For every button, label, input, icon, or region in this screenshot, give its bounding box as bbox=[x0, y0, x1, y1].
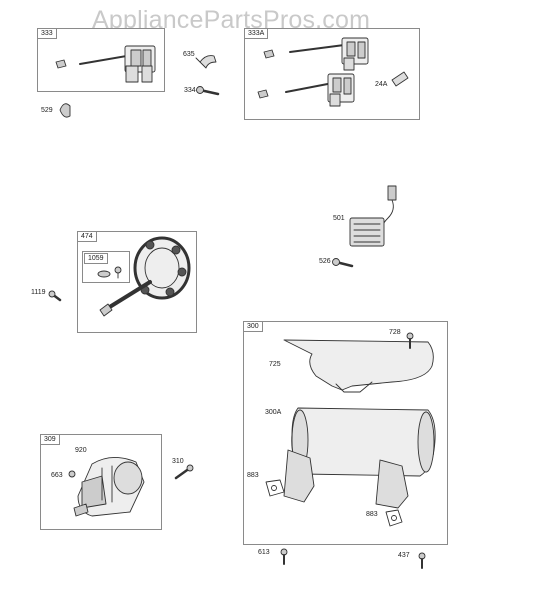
group-tag-474: 474 bbox=[77, 231, 97, 242]
part-label-883-left: 883 bbox=[247, 472, 259, 479]
armature-333A-upper bbox=[263, 37, 369, 71]
part-label-728: 728 bbox=[389, 329, 401, 336]
part-label-437: 437 bbox=[398, 552, 410, 559]
group-tag-333: 333 bbox=[37, 28, 57, 39]
part-label-1119: 1119 bbox=[31, 289, 46, 296]
armature-333 bbox=[55, 45, 156, 83]
part-label-529: 529 bbox=[41, 107, 53, 114]
group-tag-1059: 1059 bbox=[84, 253, 108, 264]
part-label-883-right: 883 bbox=[366, 511, 378, 518]
screw-437 bbox=[418, 552, 426, 569]
part-label-24A: 24A bbox=[375, 81, 388, 88]
rectifier-501 bbox=[349, 185, 397, 247]
clip-529 bbox=[59, 103, 71, 118]
screw-310 bbox=[174, 464, 194, 480]
part-label-613: 613 bbox=[258, 549, 270, 556]
ground-wire-24A bbox=[391, 71, 409, 87]
part-label-635: 635 bbox=[183, 51, 195, 58]
gasket-883-right bbox=[385, 509, 403, 527]
screw-334 bbox=[196, 86, 220, 96]
spark-plug-boot-635 bbox=[195, 55, 217, 69]
armature-333A-lower bbox=[257, 73, 355, 107]
part-label-310: 310 bbox=[172, 458, 184, 465]
group-tag-309: 309 bbox=[40, 434, 60, 445]
bolt-663 bbox=[68, 470, 76, 478]
screw-526 bbox=[332, 258, 354, 268]
muffler-300A bbox=[283, 407, 436, 509]
part-label-300A: 300A bbox=[265, 409, 282, 416]
part-label-526: 526 bbox=[319, 258, 331, 265]
heat-shield-725 bbox=[283, 339, 434, 393]
screw-613 bbox=[280, 548, 288, 565]
screw-1119 bbox=[48, 290, 62, 302]
group-tag-300: 300 bbox=[243, 321, 263, 332]
gasket-883-left bbox=[265, 479, 285, 497]
part-label-725: 725 bbox=[269, 361, 281, 368]
part-label-663: 663 bbox=[51, 472, 63, 479]
screw-728 bbox=[406, 332, 414, 349]
part-label-501: 501 bbox=[333, 215, 345, 222]
group-tag-333A: 333A bbox=[244, 28, 269, 39]
alternator-474 bbox=[99, 236, 191, 317]
starter-motor-309 bbox=[73, 457, 145, 517]
cable-ties-1059 bbox=[97, 266, 122, 279]
part-label-334: 334 bbox=[184, 87, 196, 94]
part-label-920: 920 bbox=[75, 447, 87, 454]
